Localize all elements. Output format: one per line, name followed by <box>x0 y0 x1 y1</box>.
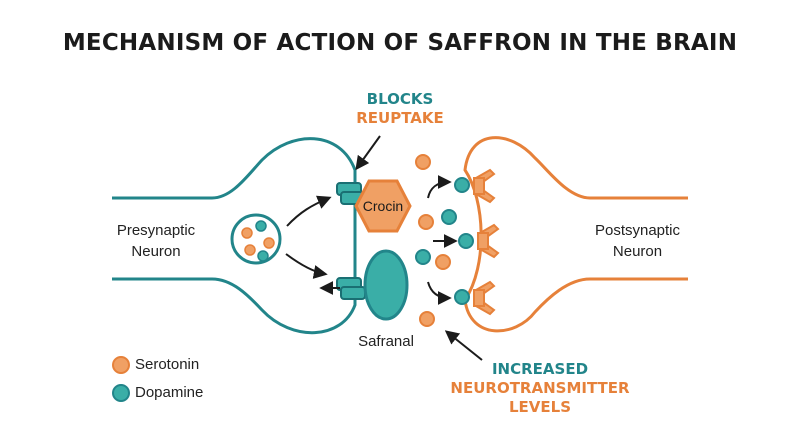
receptor-middle <box>458 223 500 259</box>
synaptic-vesicle <box>230 213 282 265</box>
arrow-to-receptor-top <box>427 175 452 199</box>
receptor-top <box>454 168 496 204</box>
legend-dopamine-swatch <box>112 384 130 402</box>
arrow-increased-levels <box>444 330 483 361</box>
blocks-reuptake-callout: BLOCKS REUPTAKE <box>356 90 444 127</box>
legend-serotonin-swatch <box>112 356 130 374</box>
arrow-vesicle-to-bottom-transporter <box>285 253 328 279</box>
safranal-ellipse <box>363 249 409 321</box>
increased-levels-callout: INCREASED NEUROTRANSMITTER LEVELS <box>450 360 630 416</box>
legend-dopamine-label: Dopamine <box>135 384 204 401</box>
postsynaptic-neuron-label: Postsynaptic Neuron <box>594 222 681 260</box>
page-title: MECHANISM OF ACTION OF SAFFRON IN THE BR… <box>62 30 738 56</box>
reuptake-transporter-bottom <box>336 277 366 300</box>
arrow-to-receptor-bottom <box>427 281 452 305</box>
presynaptic-neuron-outline <box>112 137 357 335</box>
presynaptic-neuron-label: Presynaptic Neuron <box>116 222 196 260</box>
flow-arrows <box>285 135 483 361</box>
arrow-vesicle-to-top-transporter <box>286 195 332 227</box>
cleft-neurotransmitters <box>415 154 457 327</box>
arrow-blocks-reuptake <box>355 135 381 171</box>
safranal-label: Safranal <box>358 333 414 350</box>
crocin-label: Crocin <box>363 198 403 214</box>
legend-serotonin-label: Serotonin <box>135 356 200 373</box>
receptor-bottom <box>454 280 496 316</box>
crocin-hexagon <box>354 179 412 233</box>
